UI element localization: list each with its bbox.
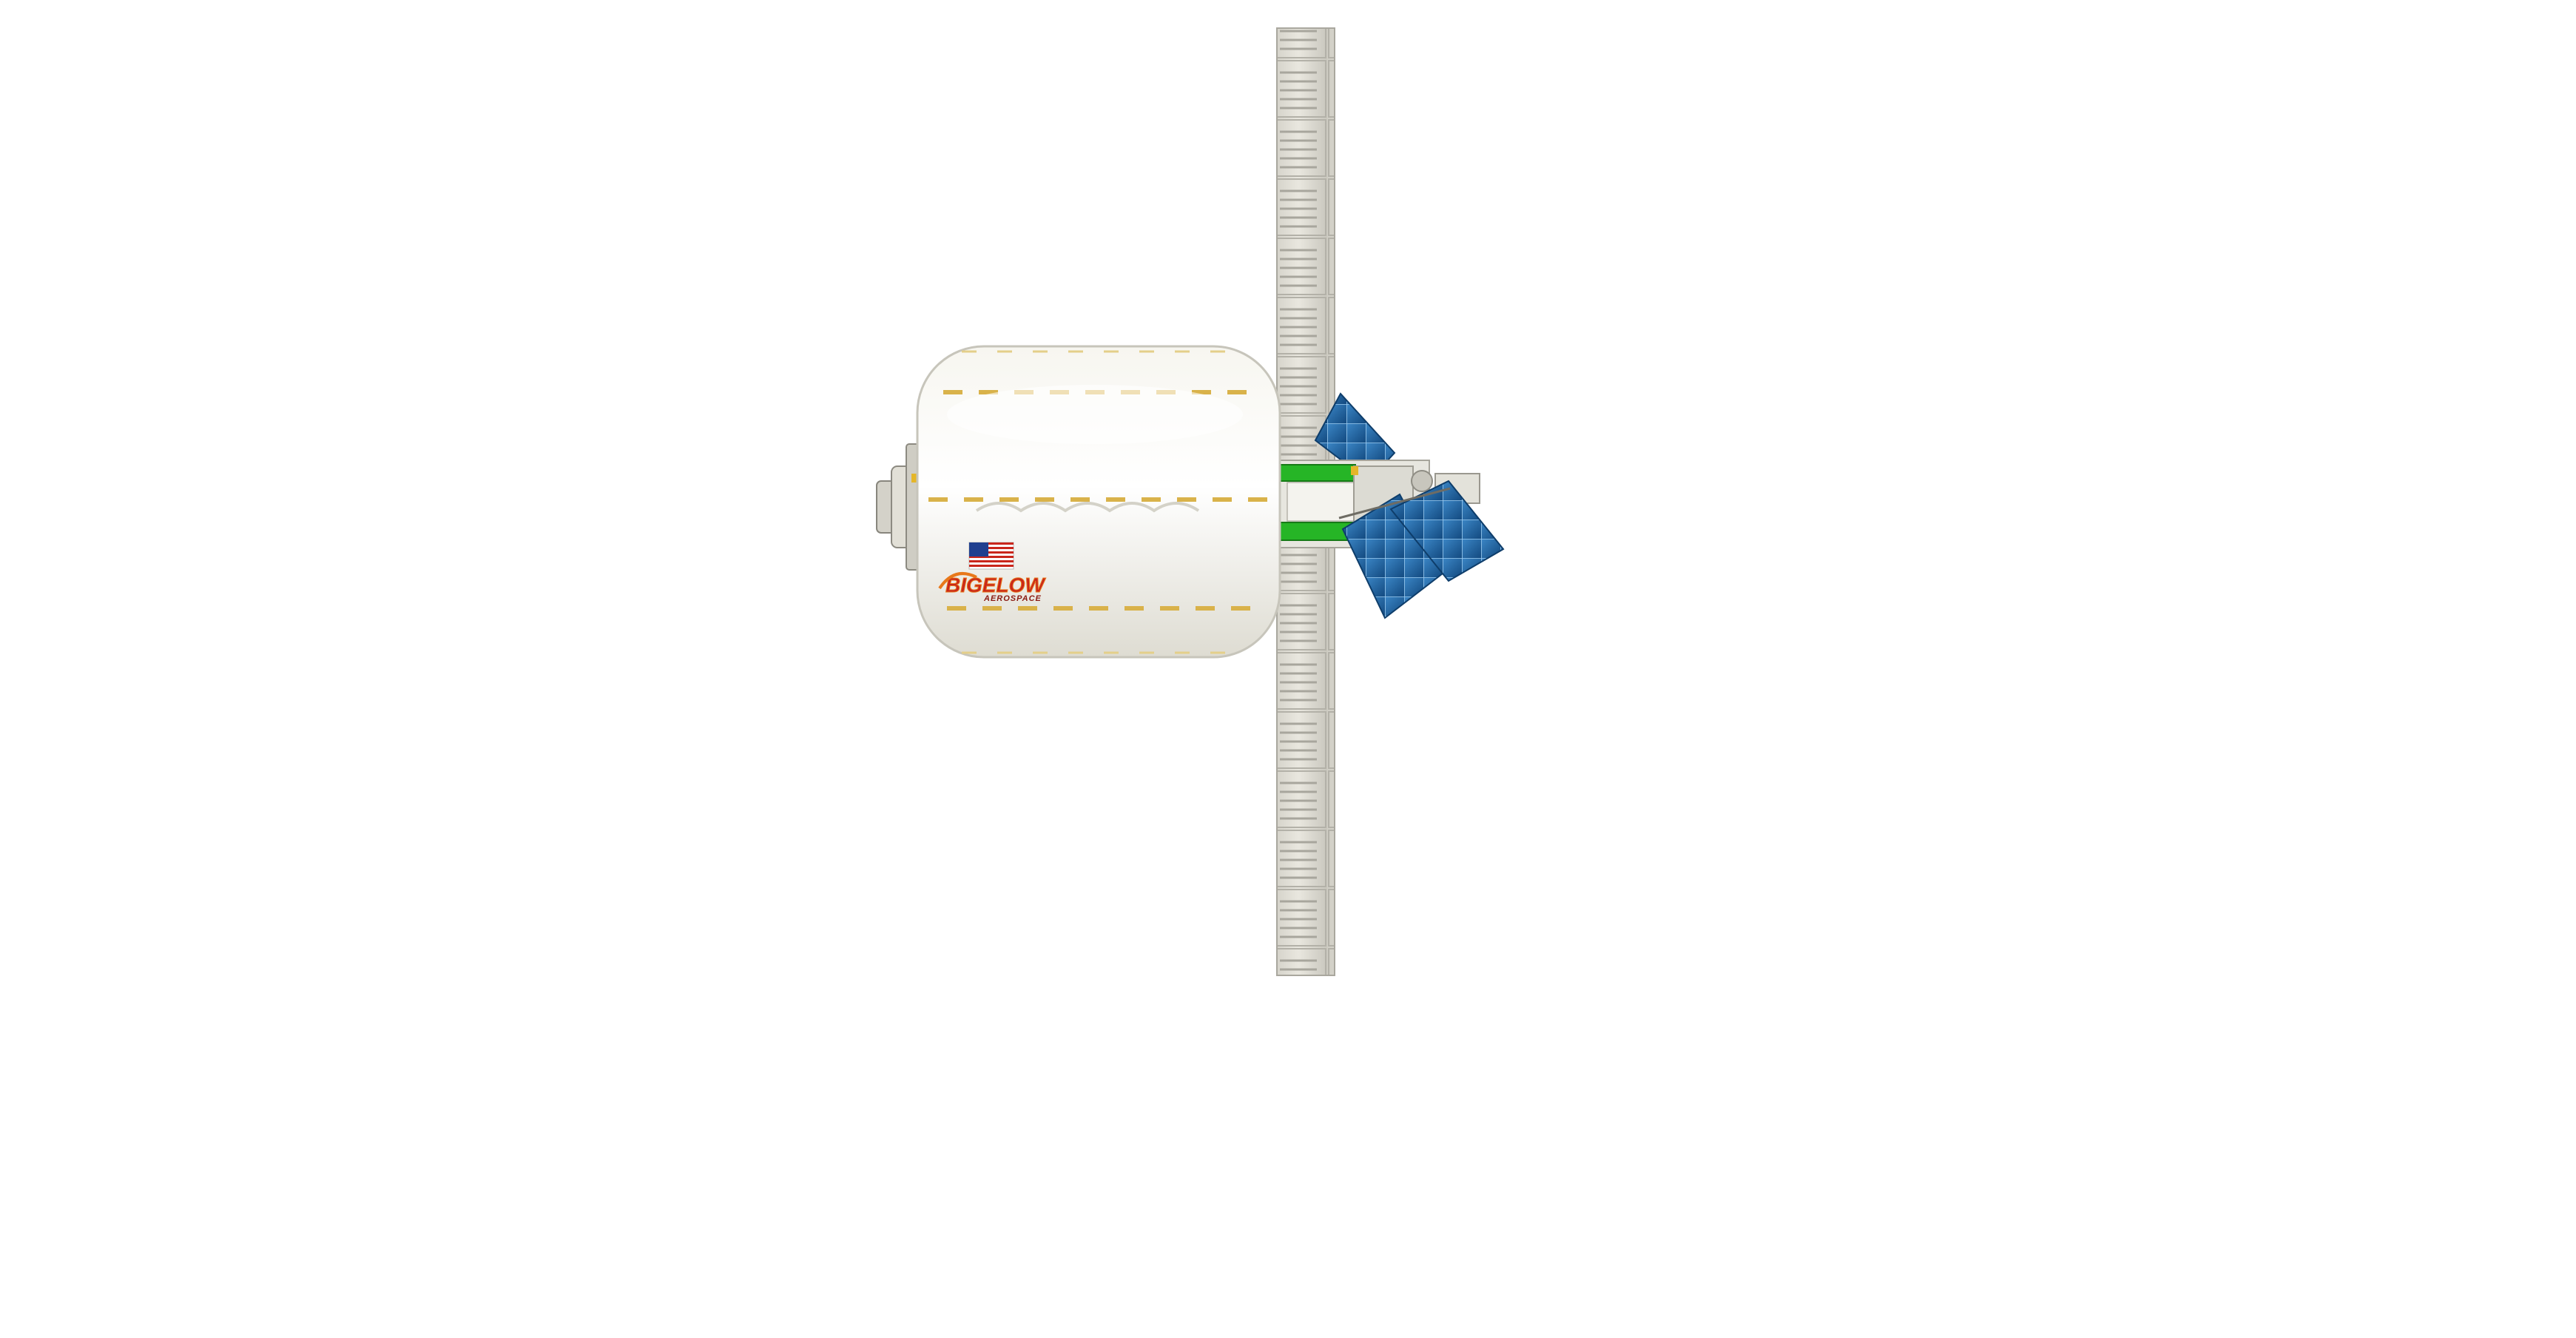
solar-array-icon [1338,480,1505,619]
bigelow-logo: BIGELOW AEROSPACE [938,572,1047,603]
flag-icon [968,542,1014,570]
logo-subtext: AEROSPACE [983,594,1042,603]
station-module-icon [916,345,1281,659]
logo-text: BIGELOW [945,574,1046,596]
